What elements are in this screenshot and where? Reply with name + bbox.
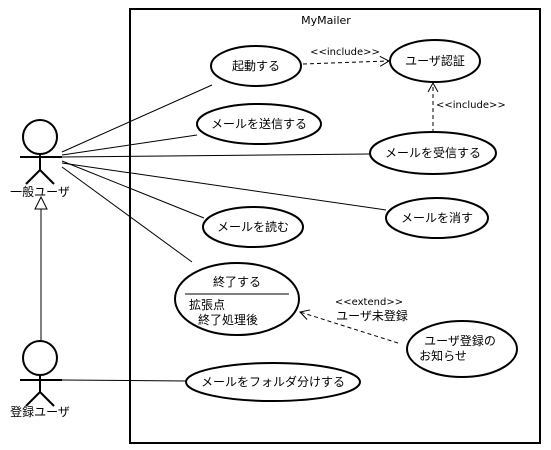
use-case-quit[interactable]: 終了する 拡張点 終了処理後	[174, 262, 300, 336]
assoc-general-quit	[61, 166, 193, 263]
actor-general-user[interactable]: 一般ユーザ	[10, 119, 70, 199]
use-case-notify[interactable]: ユーザ登録の お知らせ	[406, 320, 518, 378]
use-case-notify-line1: ユーザ登録の	[424, 333, 496, 348]
use-case-read[interactable]: メールを読む	[202, 206, 304, 248]
associations	[61, 84, 387, 382]
include-receive-label: <<include>>	[436, 100, 506, 111]
include-start-auth	[302, 55, 391, 67]
actor-head-icon	[22, 119, 58, 155]
system-name: MyMailer	[301, 14, 351, 27]
use-case-receive[interactable]: メールを受信する	[369, 131, 497, 175]
use-case-receive-label: メールを受信する	[385, 146, 481, 160]
actor-leg-left	[25, 169, 41, 185]
actor-registered-user-label: 登録ユーザ	[10, 404, 70, 419]
use-case-quit-ext-title: 拡張点	[189, 298, 225, 312]
use-case-folder[interactable]: メールをフォルダ分けする	[185, 362, 361, 402]
use-case-auth[interactable]: ユーザ認証	[389, 39, 481, 83]
use-case-delete-label: メールを消す	[401, 211, 473, 225]
use-case-auth-label: ユーザ認証	[405, 53, 465, 68]
use-case-start[interactable]: 起動する	[210, 45, 302, 87]
use-case-send[interactable]: メールを送信する	[196, 103, 322, 145]
use-case-notify-line2: お知らせ	[419, 349, 467, 363]
assoc-general-start	[61, 84, 213, 153]
use-case-delete[interactable]: メールを消す	[385, 197, 489, 239]
assoc-general-receive	[61, 153, 371, 158]
assoc-general-send	[61, 134, 198, 156]
extend-label: <<extend>>	[335, 297, 403, 308]
generalization	[34, 195, 48, 341]
assoc-general-delete	[61, 162, 387, 211]
actor-leg-left	[25, 391, 41, 407]
actor-leg-right	[39, 391, 55, 407]
include-start-label: <<include>>	[310, 47, 380, 58]
actor-leg-right	[39, 169, 55, 185]
extend-notify-quit	[299, 309, 399, 344]
use-case-start-label: 起動する	[232, 59, 280, 73]
extend-condition: ユーザ未登録	[336, 308, 408, 323]
actor-registered-user[interactable]: 登録ユーザ	[10, 340, 70, 419]
actor-general-user-label: 一般ユーザ	[10, 184, 70, 199]
generalization-arrowhead	[34, 195, 48, 210]
use-case-folder-label: メールをフォルダ分けする	[201, 374, 345, 389]
assoc-registered-folder	[61, 379, 187, 382]
use-case-quit-label: 終了する	[213, 274, 261, 289]
use-case-quit-ext-point: 終了処理後	[198, 312, 258, 327]
actor-head-icon	[22, 340, 58, 376]
use-case-read-label: メールを読む	[217, 219, 289, 234]
use-case-send-label: メールを送信する	[211, 116, 307, 131]
assoc-general-read	[61, 160, 205, 219]
